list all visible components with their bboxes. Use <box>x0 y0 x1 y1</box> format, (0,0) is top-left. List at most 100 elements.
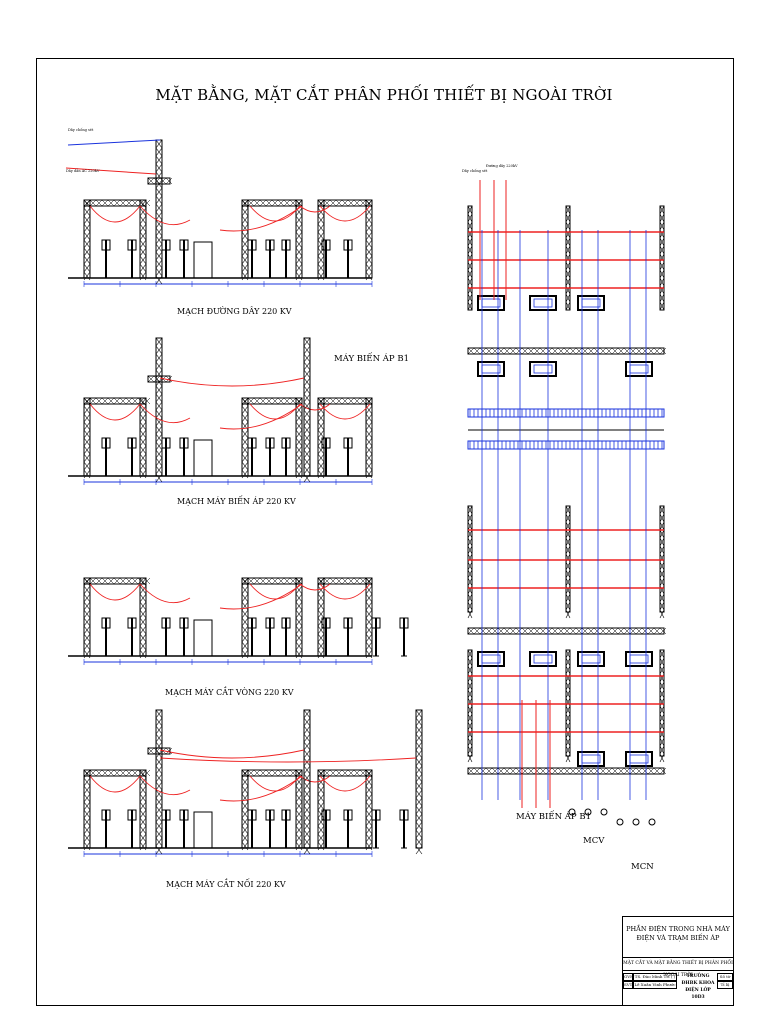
plan-equipment <box>625 651 653 667</box>
tower <box>295 397 303 477</box>
tower <box>139 199 147 279</box>
tower <box>659 205 665 311</box>
equipment-head <box>247 617 257 629</box>
equipment-head <box>179 437 189 449</box>
gantry-beam <box>467 627 665 635</box>
equipment-head <box>399 617 409 629</box>
conductor <box>89 775 141 793</box>
breaker-symbol <box>600 808 608 816</box>
tower <box>139 769 147 849</box>
breaker-symbol <box>616 818 624 826</box>
section-caption-transformer: MẠCH MÁY BIẾN ÁP 220 KV <box>177 497 296 506</box>
equipment-head <box>343 617 353 629</box>
conductor <box>89 403 141 421</box>
plan-equipment <box>625 361 653 377</box>
tb-role1: GVHD <box>623 973 633 981</box>
equipment-head <box>127 809 137 821</box>
tower <box>83 769 91 849</box>
tower <box>565 205 571 311</box>
gantry-beam <box>467 347 665 355</box>
plan-equipment <box>477 295 505 311</box>
equipment-head <box>161 437 171 449</box>
tower <box>317 199 325 279</box>
equipment-head <box>161 239 171 251</box>
conductor <box>139 403 191 424</box>
note-ground-wire: Dây chống sét <box>68 128 94 132</box>
tb-role2: SVTH <box>623 981 633 989</box>
equipment-head <box>161 809 171 821</box>
conductor <box>219 583 303 610</box>
ground-wire <box>67 139 161 146</box>
tower <box>139 397 147 477</box>
plan-equipment <box>529 361 557 377</box>
tower <box>365 577 373 657</box>
tower <box>659 649 665 757</box>
conductor <box>89 205 141 223</box>
drawing-frame <box>36 58 734 1006</box>
tower <box>303 337 311 477</box>
tower <box>565 649 571 757</box>
tower <box>317 769 325 849</box>
note-plan-ground: Dây chống sét <box>462 169 488 173</box>
label-transformer-b1-plan: MÁY BIẾN ÁP B1 <box>516 812 591 822</box>
conductor <box>89 583 141 601</box>
label-mcn: MCN <box>631 862 654 872</box>
tower <box>565 505 571 613</box>
equipment-head <box>179 809 189 821</box>
gantry-beam <box>147 177 171 185</box>
equipment-head <box>161 617 171 629</box>
breaker-house <box>193 241 213 279</box>
note-plan-line: Đường dây 220kV <box>486 164 518 168</box>
label-transformer-b1-section: MÁY BIẾN ÁP B1 <box>334 354 409 364</box>
plan-equipment <box>529 651 557 667</box>
tower <box>241 397 249 477</box>
plan-equipment <box>477 651 505 667</box>
tower <box>83 397 91 477</box>
equipment-head <box>399 809 409 821</box>
tb-scale: Tỉ lệ <box>717 981 733 989</box>
title-block: PHẦN ĐIỆN TRONG NHÀ MÁY ĐIỆN VÀ TRẠM BIẾ… <box>622 916 734 1006</box>
plan-equipment <box>529 295 557 311</box>
tower <box>303 709 311 849</box>
equipment-head <box>321 809 331 821</box>
equipment-head <box>321 617 331 629</box>
gantry-beam <box>147 375 171 383</box>
conductor <box>249 583 301 600</box>
breaker-symbol <box>584 808 592 816</box>
conductor <box>319 583 371 600</box>
tower <box>241 199 249 279</box>
tower <box>365 769 373 849</box>
equipment-head <box>101 809 111 821</box>
equipment-head <box>343 437 353 449</box>
conductor <box>299 775 331 783</box>
equipment-head <box>247 809 257 821</box>
tower <box>241 577 249 657</box>
conductor <box>159 377 305 387</box>
equipment-head <box>101 437 111 449</box>
tower <box>139 577 147 657</box>
equipment-head <box>371 809 381 821</box>
section-caption-ring-breaker: MẠCH MÁY CẮT VÒNG 220 KV <box>165 688 294 697</box>
conductor <box>299 205 331 213</box>
gantry-beam <box>467 767 665 775</box>
tb-name2: Lê Xuân Vinh Phước Châu <box>633 981 677 989</box>
tower <box>295 769 303 849</box>
plan-equipment <box>577 751 605 767</box>
equipment-head <box>247 437 257 449</box>
conductor <box>219 403 303 430</box>
tower <box>659 505 665 613</box>
conductor <box>249 205 301 222</box>
breaker-symbol <box>632 818 640 826</box>
breaker-house <box>193 439 213 477</box>
conductor <box>219 205 303 232</box>
conductor <box>249 403 301 420</box>
section-caption-bus-coupler: MẠCH MÁY CẮT NỐI 220 KV <box>166 880 286 889</box>
conductor <box>249 775 301 792</box>
breaker-house <box>193 811 213 849</box>
equipment-head <box>343 239 353 251</box>
conductor <box>319 403 371 420</box>
breaker-symbol <box>568 808 576 816</box>
plan-equipment <box>477 361 505 377</box>
tower <box>295 199 303 279</box>
equipment-head <box>127 617 137 629</box>
